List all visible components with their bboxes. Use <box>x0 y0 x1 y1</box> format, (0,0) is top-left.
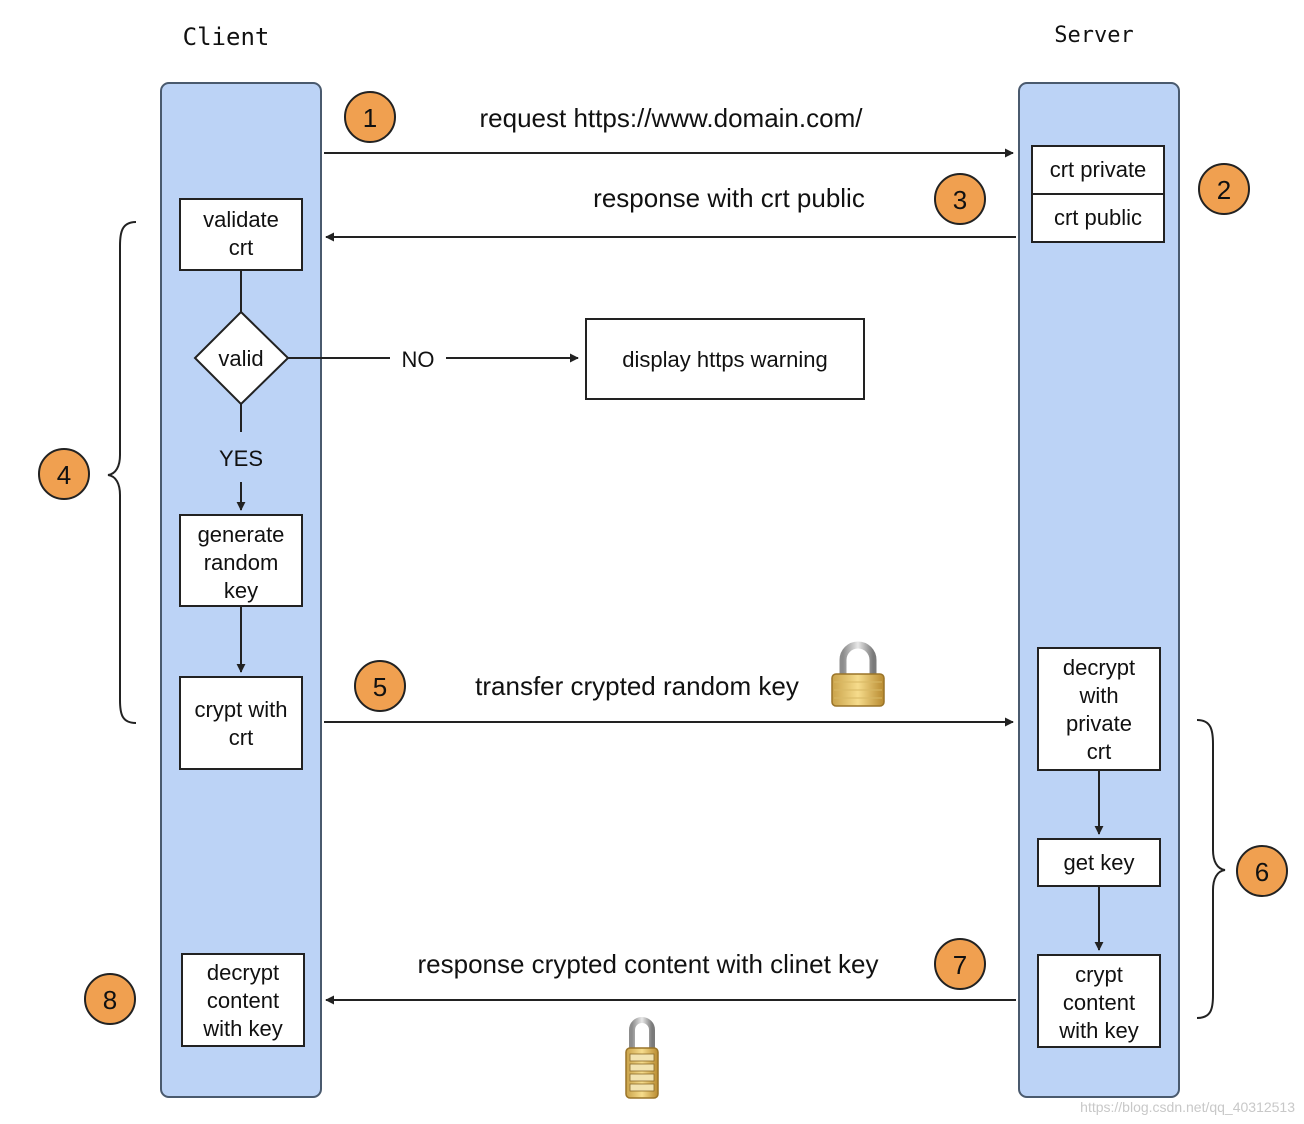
step-7-badge: 7 <box>934 938 986 990</box>
client-decrypt-line1: decrypt <box>207 960 279 985</box>
combination-lock-icon <box>625 1017 659 1099</box>
crt-public-box <box>1031 193 1165 243</box>
get-key-box <box>1037 838 1161 887</box>
server-decrypt-line2: with <box>1078 683 1118 708</box>
server-crypt-line1: crypt <box>1075 962 1123 987</box>
server-phase-brace <box>1196 719 1226 1019</box>
crypt-with-crt-line1: crypt with <box>195 697 288 722</box>
step-3-badge: 3 <box>934 173 986 225</box>
step-4-badge: 4 <box>38 448 90 500</box>
step-2-badge: 2 <box>1198 163 1250 215</box>
server-crypt-line3: with key <box>1058 1018 1138 1043</box>
server-crypt-line2: content <box>1063 990 1135 1015</box>
watermark: https://blog.csdn.net/qq_40312513 <box>1080 1099 1295 1115</box>
transfer-key-message: transfer crypted random key <box>475 671 799 701</box>
yes-label: YES <box>219 446 263 471</box>
step-5-badge: 5 <box>354 660 406 712</box>
request-message: request https://www.domain.com/ <box>480 103 864 133</box>
decrypt-with-private-crt-box <box>1037 647 1161 771</box>
step-6-badge: 6 <box>1236 845 1288 897</box>
validate-crt-box <box>179 198 303 271</box>
valid-decision-label: valid <box>218 346 263 371</box>
https-warning-box <box>585 318 865 400</box>
step-5-number: 5 <box>373 672 387 702</box>
crt-private-label: crt private <box>1050 157 1147 182</box>
response-crt-message: response with crt public <box>593 183 865 213</box>
https-warning-label: display https warning <box>622 347 827 372</box>
step-1-badge: 1 <box>344 91 396 143</box>
crypt-with-crt-box <box>179 676 303 770</box>
step-8-number: 8 <box>103 985 117 1015</box>
server-title: Server <box>1054 23 1133 48</box>
no-label: NO <box>402 347 435 372</box>
crt-private-box <box>1031 145 1165 195</box>
crypt-content-with-key-box <box>1037 954 1161 1048</box>
step-1-number: 1 <box>363 103 377 133</box>
server-decrypt-line1: decrypt <box>1063 655 1135 680</box>
step-6-number: 6 <box>1255 857 1269 887</box>
step-8-badge: 8 <box>84 973 136 1025</box>
generate-line1: generate <box>198 522 285 547</box>
server-decrypt-line4: crt <box>1087 739 1111 764</box>
response-content-message: response crypted content with clinet key <box>417 949 878 979</box>
step-7-number: 7 <box>953 950 967 980</box>
validate-crt-line2: crt <box>229 235 253 260</box>
client-decrypt-line3: with key <box>202 1016 282 1041</box>
client-phase-brace <box>107 221 137 724</box>
generate-line3: key <box>224 578 258 603</box>
step-4-number: 4 <box>57 460 71 490</box>
step-3-number: 3 <box>953 185 967 215</box>
decrypt-content-with-key-box <box>181 953 305 1047</box>
generate-line2: random <box>204 550 279 575</box>
get-key-label: get key <box>1064 850 1135 875</box>
crypt-with-crt-line2: crt <box>229 725 253 750</box>
crt-public-label: crt public <box>1054 205 1142 230</box>
client-title: Client <box>183 23 270 51</box>
step-2-number: 2 <box>1217 175 1231 205</box>
padlock-closed-icon <box>831 641 885 707</box>
client-decrypt-line2: content <box>207 988 279 1013</box>
validate-crt-line1: validate <box>203 207 279 232</box>
server-decrypt-line3: private <box>1066 711 1132 736</box>
